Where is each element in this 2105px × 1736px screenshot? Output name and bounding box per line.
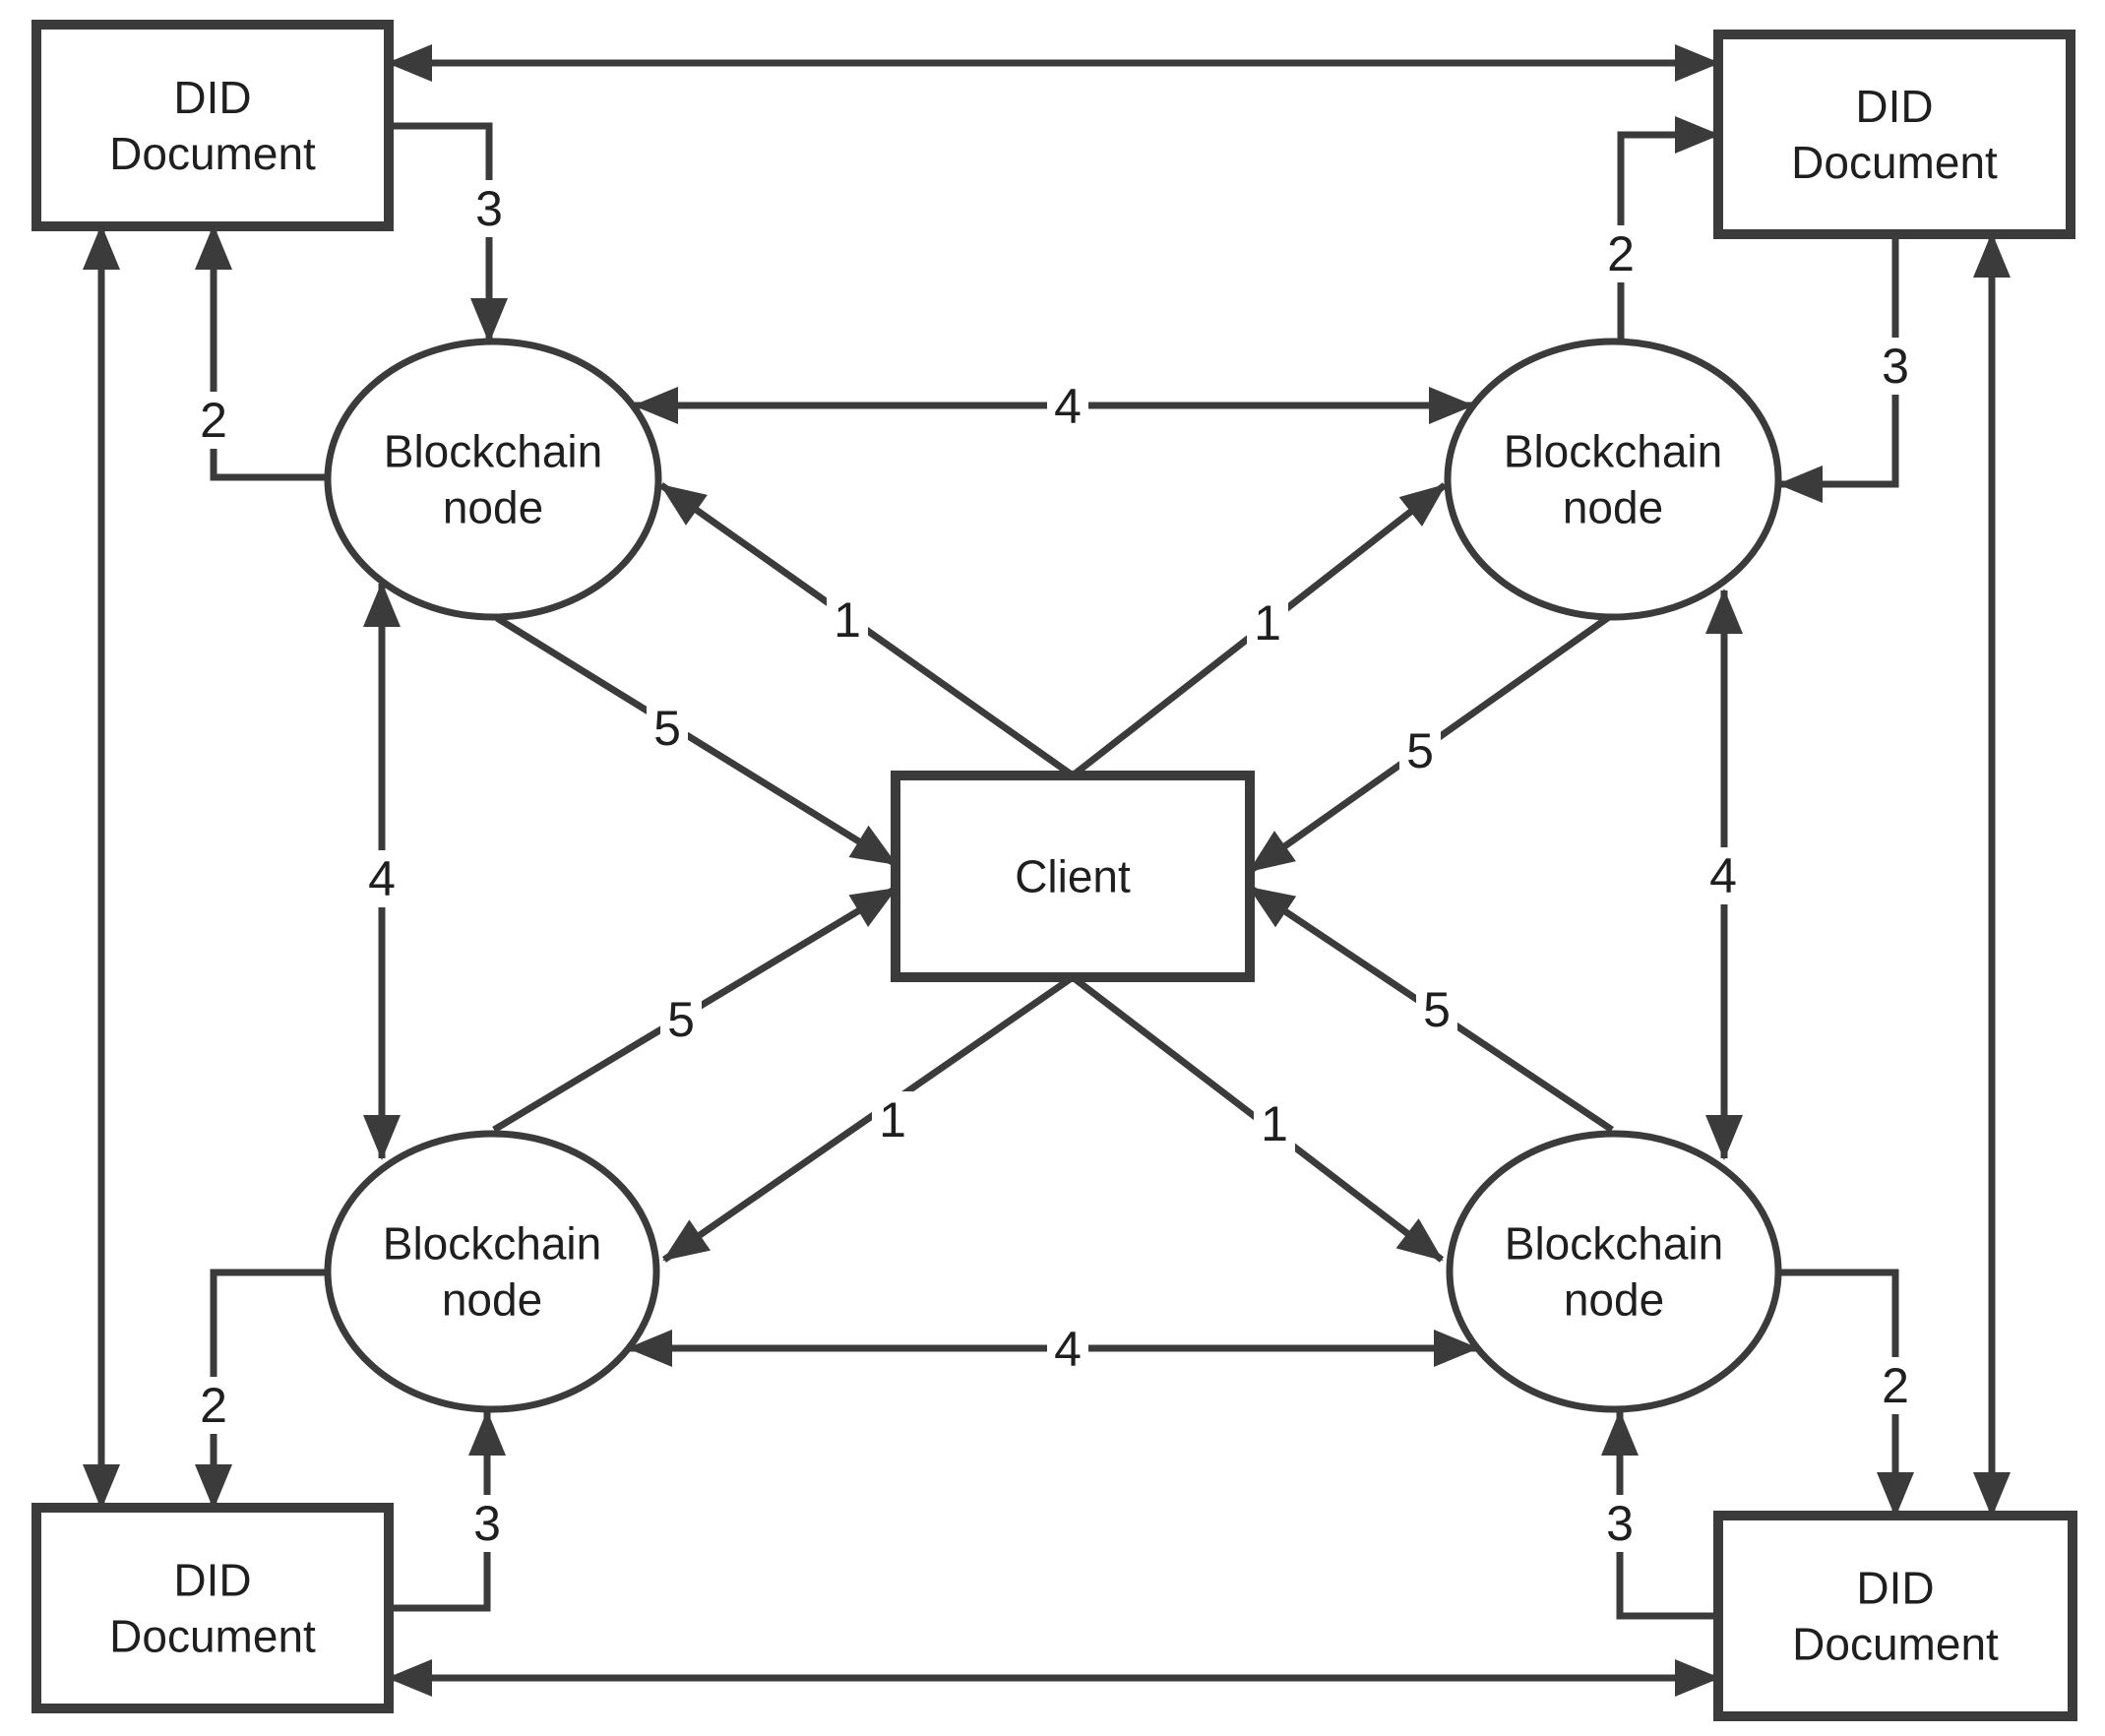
edge-5-node-br-to-client-label-gap [1416,981,1457,1038]
edge-1-client-to-node-tl-label-gap [827,591,868,649]
blockchain-node-bottom-left-shape [324,1130,660,1413]
edge-1-client-to-node-tr-label-gap [1247,594,1288,651]
blockchain-node-bottom-right-label: Blockchain [1505,1218,1723,1270]
edge-3-doc-bl-to-node-bl-label-gap [466,1495,508,1552]
did-document-top-left-shape [31,20,394,231]
edge-2-node-tl-to-doc-tl-label: 2 [200,393,227,448]
edge-4-nodes-left-label: 4 [368,851,396,906]
edge-3-doc-bl-to-node-bl [389,1410,506,1612]
edge-4-nodes-bottom-label: 4 [1054,1322,1082,1377]
blockchain-node-top-right-label: node [1563,482,1663,533]
edge-3-doc-tr-to-node-tr-label: 3 [1882,339,1909,394]
edge-2-node-br-to-doc-br-label-gap [1875,1357,1916,1414]
did-document-bottom-right-label: DID [1856,1563,1934,1614]
client: Client [891,771,1255,982]
did-document-bottom-right-label: Document [1792,1619,1999,1670]
edge-3-doc-br-to-node-br [1601,1410,1718,1620]
client-label: Client [1015,851,1131,902]
blockchain-node-bottom-left-label: Blockchain [383,1218,601,1270]
did-document-top-right-shape [1713,30,2075,239]
edge-2-node-bl-to-doc-bl-label-gap [193,1377,234,1434]
edge-5-node-tl-to-client [495,615,898,867]
did-document-bottom-left-label: DID [173,1555,251,1606]
edge-4-nodes-right-label-gap [1703,847,1744,904]
edge-2-node-br-to-doc-br-label: 2 [1882,1358,1909,1413]
did-document-bottom-left-shape [31,1503,394,1713]
edge-4-nodes-bottom-label-gap [1047,1321,1088,1378]
did-document-top-left-label: Document [109,128,316,179]
edge-4-nodes-top-label: 4 [1054,379,1082,434]
edge-3-doc-tl-to-node-tl-label: 3 [475,181,503,236]
edge-5-node-tl-to-client-label: 5 [653,701,681,756]
blockchain-node-bottom-right-shape [1446,1130,1782,1413]
edge-1-client-to-node-bl-label: 1 [879,1092,906,1147]
edge-3-doc-tr-to-node-tr [1777,234,1899,503]
did-document-bottom-right-shape [1713,1511,2077,1721]
edge-2-node-tr-to-doc-tr-label: 2 [1607,226,1635,281]
edge-1-client-to-node-tr-label: 1 [1254,595,1281,651]
edge-1-client-to-node-tl-label: 1 [834,592,861,648]
edge-2-node-bl-to-doc-bl-label: 2 [200,1378,227,1433]
edge-5-node-bl-to-client-label-gap [660,991,702,1048]
edge-4-nodes-top-label-gap [1047,378,1088,435]
edge-4-nodes-left-label-gap [361,850,402,907]
edge-5-node-tr-to-client-label-gap [1399,722,1441,779]
edge-5-node-bl-to-client-label: 5 [667,992,695,1047]
edge-2-node-tl-to-doc-tl [195,224,328,481]
edge-3-doc-tl-to-node-tl-label-gap [468,180,510,237]
edge-2-node-tr-to-doc-tr-label-gap [1600,225,1641,282]
edge-4-nodes-right-label: 4 [1709,848,1737,903]
edge-1-client-to-node-bl-label-gap [872,1091,913,1148]
blockchain-node-bottom-right-label: node [1564,1274,1664,1326]
edge-3-doc-tr-to-node-tr-label-gap [1875,338,1916,395]
did-document-top-left-label: DID [173,72,251,123]
edge-3-doc-br-to-node-br-label: 3 [1606,1496,1634,1551]
edge-3-doc-bl-to-node-bl-label: 3 [473,1496,501,1551]
edge-labels-layer: 3 2 2 3 2 3 2 3 4 4 4 4 1 1 1 1 5 5 5 5 [193,180,1916,1552]
did-document-top-right-label: Document [1791,137,1998,188]
edge-1-client-to-node-bl [662,974,1075,1263]
blockchain-node-top-left-label: node [443,482,543,533]
blockchain-node-top-right-shape [1444,338,1782,621]
edge-3-doc-br-to-node-br-label-gap [1599,1495,1641,1552]
edge-3-doc-tl-to-node-tl [389,122,508,343]
did-document-bottom-left-label: Document [109,1611,316,1662]
blockchain-node-top-right-label: Blockchain [1504,426,1722,477]
blockchain-node-bottom-left-label: node [442,1274,542,1326]
did-document-top-right-label: DID [1855,81,1933,132]
edge-1-client-to-node-br-label-gap [1254,1095,1295,1152]
edge-1-client-to-node-br-label: 1 [1261,1096,1288,1151]
edge-5-node-tl-to-client-label-gap [647,700,688,757]
blockchain-node-top-left-label: Blockchain [384,426,602,477]
edge-5-node-br-to-client-label: 5 [1423,982,1451,1037]
blockchain-node-top-left-shape [324,338,662,621]
edge-2-node-br-to-doc-br [1778,1269,1914,1518]
edge-2-node-tl-to-doc-tl-label-gap [193,392,234,449]
client-shape [891,771,1255,982]
nodes-layer: DIDDocumentDIDDocumentDIDDocumentDIDDocu… [31,20,2077,1721]
edge-5-node-tr-to-client-label: 5 [1406,723,1434,778]
